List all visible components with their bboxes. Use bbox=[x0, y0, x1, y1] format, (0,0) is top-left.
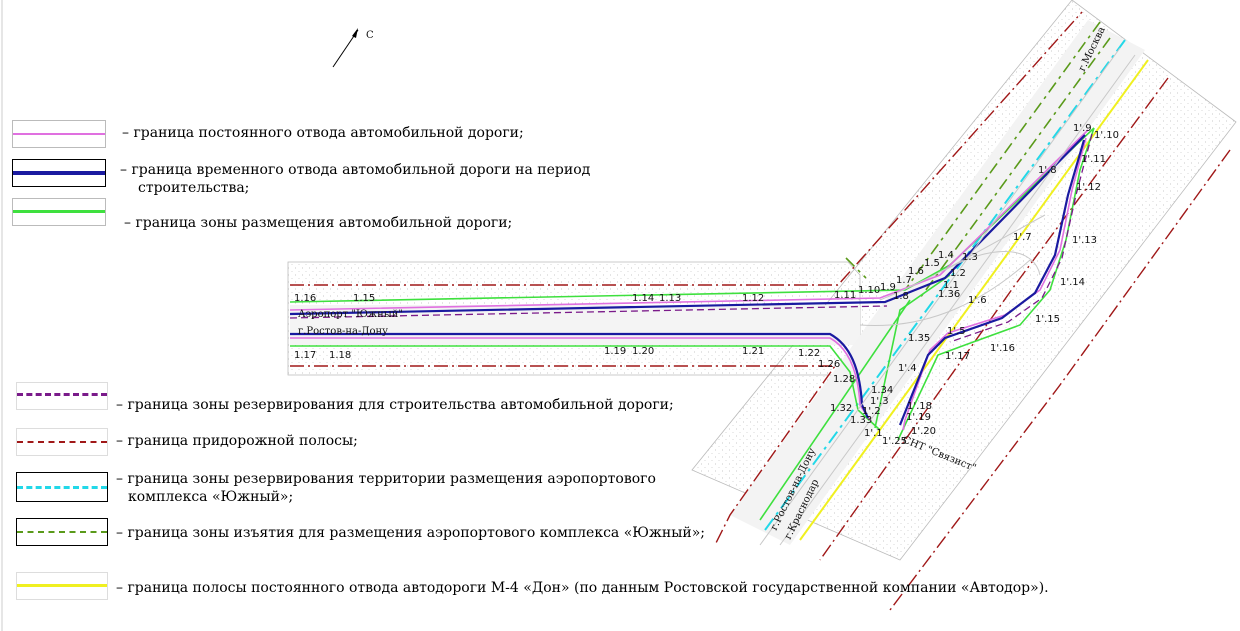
airport-withdrawal-lines bbox=[845, 21, 1111, 299]
legend-text: – граница полосы постоянного отвода авто… bbox=[116, 580, 1049, 596]
point-label: 1.32 bbox=[830, 403, 852, 414]
legend-line bbox=[17, 531, 107, 533]
legend-line bbox=[17, 441, 107, 443]
point-label: 1'.19 bbox=[906, 412, 931, 423]
legend-text: – граница придорожной полосы; bbox=[116, 433, 358, 449]
point-label: 1'.20 bbox=[911, 426, 936, 437]
point-label: 1.36 bbox=[938, 289, 960, 300]
point-label: 1.2 bbox=[950, 268, 966, 279]
point-label: 1.16 bbox=[294, 293, 316, 304]
point-label: 1.21 bbox=[742, 346, 764, 357]
legend-text: – граница зоны резервирования территории… bbox=[116, 471, 656, 487]
legend-text: – граница зоны резервирования для строит… bbox=[116, 397, 674, 413]
point-label: 1'.14 bbox=[1060, 277, 1085, 288]
point-label: 1.5 bbox=[924, 258, 940, 269]
alignment-lines bbox=[759, 47, 1136, 546]
point-label: 1.8 bbox=[893, 291, 909, 302]
point-label: 1'.7 bbox=[1013, 232, 1032, 243]
point-label: 1'.16 bbox=[990, 343, 1015, 354]
point-label: 1'.8 bbox=[1038, 165, 1057, 176]
point-label: 1.11 bbox=[834, 290, 856, 301]
point-label: 1'.18 bbox=[907, 401, 932, 412]
point-label: 1.26 bbox=[818, 359, 840, 370]
point-label: 1.28 bbox=[833, 374, 855, 385]
legend-swatch bbox=[16, 572, 108, 600]
legend-swatch bbox=[12, 198, 106, 226]
north-arrow: С bbox=[332, 28, 374, 68]
legend-line bbox=[13, 133, 105, 135]
point-label: 1.15 bbox=[353, 293, 375, 304]
point-label: 1.3 bbox=[962, 252, 978, 263]
point-label: 1.9 bbox=[880, 282, 896, 293]
legend-line bbox=[17, 486, 107, 489]
legend-line bbox=[17, 393, 107, 396]
point-label: 1.12 bbox=[742, 293, 764, 304]
point-label: 1.14 bbox=[632, 293, 654, 304]
north-arrow-label: С bbox=[366, 30, 374, 41]
legend-swatch bbox=[16, 428, 108, 456]
point-label: 1'.12 bbox=[1076, 182, 1101, 193]
point-label: 1'.5 bbox=[947, 326, 966, 337]
legend-swatch bbox=[16, 382, 108, 410]
point-label: 1.7 bbox=[896, 275, 912, 286]
legend-text-continued: комплекса «Южный»; bbox=[128, 489, 294, 505]
point-label: 1'.6 bbox=[968, 295, 987, 306]
point-label: 1'.15 bbox=[1035, 314, 1060, 325]
point-label: 1'.10 bbox=[1094, 130, 1119, 141]
point-label: 1.35 bbox=[908, 333, 930, 344]
road-zone-lines bbox=[289, 127, 1095, 521]
point-label: 1.1 bbox=[943, 280, 959, 291]
point-label: 1.4 bbox=[938, 250, 954, 261]
legend-line bbox=[17, 584, 107, 587]
legend-swatch bbox=[16, 518, 108, 546]
point-label: 1.20 bbox=[632, 346, 654, 357]
airport-label: Аэропорт "Южный" bbox=[298, 309, 403, 320]
point-label: 1'.17 bbox=[945, 351, 970, 362]
roadside-strip-lines bbox=[290, 11, 1231, 611]
point-label: 1'.11 bbox=[1081, 154, 1106, 165]
point-label: 1'.3 bbox=[870, 396, 889, 407]
legend-text: – граница зоны изъятия для размещения аэ… bbox=[116, 525, 705, 541]
legend-text-continued: строительства; bbox=[138, 180, 250, 196]
temporary-allotment-lines bbox=[289, 134, 1086, 426]
point-label: 1.10 bbox=[858, 285, 880, 296]
airport-reservation-line bbox=[764, 39, 1126, 531]
point-label: 1'.2 bbox=[862, 406, 881, 417]
point-label: 1'.13 bbox=[1072, 235, 1097, 246]
point-label: 1.18 bbox=[329, 350, 351, 361]
reservation-zone-lines bbox=[289, 133, 1093, 343]
point-label: 1'.4 bbox=[898, 363, 917, 374]
highway-carriageway bbox=[730, 20, 1145, 545]
point-label: 1.6 bbox=[908, 266, 924, 277]
legend-swatch bbox=[16, 472, 108, 502]
point-label: 1.19 bbox=[604, 346, 626, 357]
point-label: 1.17 bbox=[294, 350, 316, 361]
point-label: 1'.1 bbox=[864, 428, 883, 439]
point-label: 1.33 bbox=[850, 415, 872, 426]
point-label: 1.34 bbox=[871, 385, 893, 396]
legend-text: – граница временного отвода автомобильно… bbox=[120, 162, 591, 178]
legend-line bbox=[13, 171, 105, 175]
point-label: 1.13 bbox=[659, 293, 681, 304]
point-label: 1.22 bbox=[798, 348, 820, 359]
legend-line bbox=[13, 210, 105, 213]
point-label: 1'.9 bbox=[1073, 123, 1092, 134]
legend-swatch bbox=[12, 159, 106, 187]
legend-text: – граница постоянного отвода автомобильн… bbox=[122, 125, 524, 141]
rostov-left-label: г.Ростов-на-Дону bbox=[298, 326, 388, 337]
point-label: 1'.25 bbox=[882, 436, 907, 447]
legend-swatch bbox=[12, 120, 106, 148]
legend-text: – граница зоны размещения автомобильной … bbox=[124, 215, 513, 231]
